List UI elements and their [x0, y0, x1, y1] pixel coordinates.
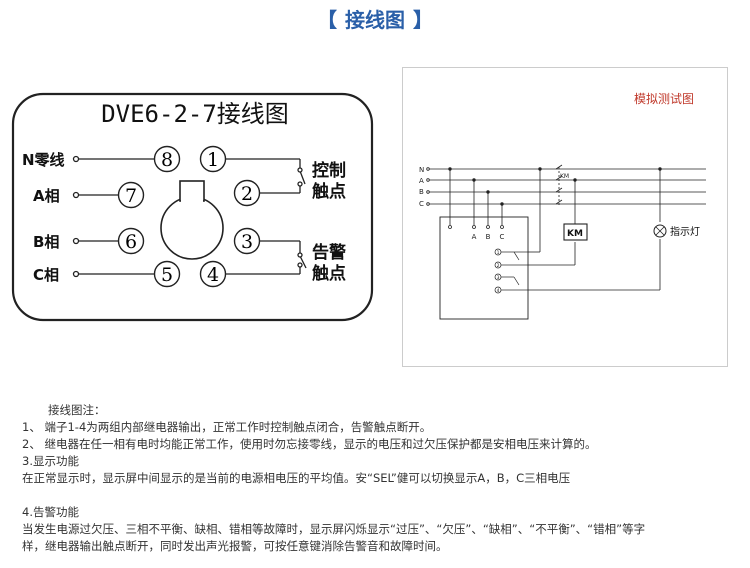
test-circuit-diagram: 模拟测试图 N A B C KM — [419, 91, 706, 320]
left-wires — [72, 155, 154, 278]
svg-text:7: 7 — [125, 185, 137, 207]
terminal-2: 2 — [233, 179, 261, 207]
section-4-line-1: 当发生电源过欠压、三相不平衡、缺相、错相等故障时，显示屏闪烁显示“过压”、“欠压… — [22, 522, 646, 536]
page-title: 【接线图】 — [0, 4, 750, 33]
contact-num-3: 3 — [497, 275, 500, 281]
test-diagram-panel: 模拟测试图 N A B C KM — [402, 67, 728, 367]
terminal-3: 3 — [233, 227, 261, 255]
section-3-body: 在正常显示时，显示屏中间显示的是当前的电源相电压的平均值。安“SEL”健可以切换… — [22, 471, 571, 485]
terminal-6: 6 — [117, 227, 145, 255]
right-wires — [226, 158, 307, 275]
svg-text:5: 5 — [161, 264, 173, 286]
km-coil-wiring — [528, 167, 588, 266]
note-item-1: 1、 端子1-4为两组内部继电器输出，正常工作时控制触点闭合，告警触点断开。 — [22, 420, 432, 434]
svg-text:1: 1 — [207, 149, 219, 171]
label-a-phase: A相 — [33, 187, 60, 205]
relay-model: DVE6-2-7接线图 — [101, 100, 289, 128]
line-label-a: A — [419, 177, 424, 185]
label-alarm-2: 触点 — [311, 263, 346, 284]
label-alarm-1: 告警 — [312, 242, 346, 263]
svg-text:3: 3 — [241, 231, 253, 253]
socket-key-mask — [181, 196, 203, 204]
section-4-title: 4.告警功能 — [22, 505, 79, 519]
line-label-n: N — [419, 166, 424, 174]
contact-num-1: 1 — [497, 250, 500, 256]
notes-heading: 接线图注： — [48, 403, 106, 417]
contact-num-2: 2 — [497, 263, 500, 269]
svg-text:6: 6 — [125, 231, 137, 253]
page-title-text: 接线图 — [345, 8, 405, 32]
test-diagram-title: 模拟测试图 — [634, 91, 694, 106]
terminal-8: 8 — [153, 145, 181, 173]
title-bracket-right: 】 — [413, 8, 433, 32]
label-b-phase: B相 — [33, 233, 59, 251]
label-n-line: N零线 — [22, 151, 65, 169]
phase-drops — [448, 167, 504, 229]
socket-hole — [160, 196, 224, 260]
terminal-7: 7 — [117, 181, 145, 209]
section-4-line-2: 样，继电器输出触点断开，同时发出声光报警，可按任意键消除告警音和故障时间。 — [22, 539, 448, 553]
title-bracket-left: 【 — [317, 8, 337, 32]
wiring-notes: 接线图注： 1、 端子1-4为两组内部继电器输出，正常工作时控制触点闭合，告警触… — [22, 402, 738, 555]
note-item-2: 2、 继电器在任一相有电时均能正常工作，使用时勿忘接零线，显示的电压和过欠压保护… — [22, 437, 597, 451]
section-3-title: 3.显示功能 — [22, 454, 79, 468]
km-coil-label: KM — [567, 229, 583, 239]
km-main-contacts — [555, 164, 563, 207]
contact-num-4: 4 — [497, 288, 500, 294]
lamp-wiring — [528, 167, 667, 291]
module-terminal-a: A — [472, 233, 477, 241]
relay-outline — [11, 92, 374, 322]
km-contact-label: KM — [560, 173, 569, 180]
relay-wiring-diagram: DVE6-2-7接线图 8 1 7 2 6 3 5 4 — [11, 92, 374, 322]
line-label-c: C — [419, 200, 424, 208]
module-terminal-c: C — [500, 233, 505, 241]
label-c-phase: C相 — [33, 266, 59, 284]
terminal-4: 4 — [199, 260, 227, 288]
line-label-b: B — [419, 188, 424, 196]
relay-module-box — [439, 216, 529, 320]
svg-text:4: 4 — [207, 264, 219, 286]
svg-text:2: 2 — [241, 183, 253, 205]
module-terminal-b: B — [486, 233, 491, 241]
svg-text:8: 8 — [161, 149, 173, 171]
label-control-1: 控制 — [312, 160, 346, 181]
terminal-1: 1 — [199, 145, 227, 173]
terminal-5: 5 — [153, 260, 181, 288]
lamp-label: 指示灯 — [670, 225, 700, 238]
module-output-contacts — [494, 248, 528, 294]
label-control-2: 触点 — [311, 181, 346, 202]
